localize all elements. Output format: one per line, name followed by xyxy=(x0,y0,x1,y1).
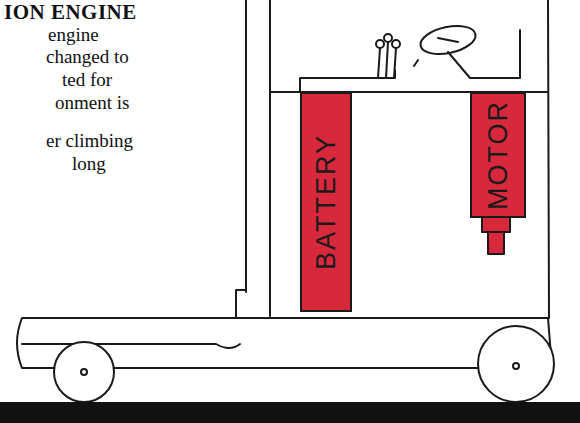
seat xyxy=(300,70,395,92)
body-text: engine xyxy=(48,24,99,46)
cab-wall xyxy=(548,0,549,318)
lever-knob xyxy=(376,40,384,48)
hub xyxy=(81,369,87,375)
lever-knob xyxy=(384,34,392,42)
body-text: changed to xyxy=(46,46,129,68)
ground xyxy=(0,402,580,423)
component-label: MOTOR xyxy=(483,100,514,210)
body-text: long xyxy=(72,153,106,175)
component-box: BATTERY xyxy=(300,92,352,312)
component-box: MOTOR xyxy=(470,92,526,218)
heading: ION ENGINE xyxy=(4,0,137,25)
body-text: ted for xyxy=(62,69,112,91)
component-label: BATTERY xyxy=(311,134,342,270)
lever-knob xyxy=(392,40,400,48)
chassis-line xyxy=(22,344,240,348)
mast xyxy=(245,0,247,292)
body-text: er climbing xyxy=(46,130,133,152)
shaft xyxy=(488,232,504,254)
drive-wheel xyxy=(478,326,554,402)
hub xyxy=(513,363,519,369)
cab-wall xyxy=(269,0,271,316)
body-text: onment is xyxy=(55,92,129,114)
mark xyxy=(414,60,418,66)
rear-wheel xyxy=(54,342,114,402)
ground xyxy=(0,402,580,423)
steering-column xyxy=(438,30,520,78)
